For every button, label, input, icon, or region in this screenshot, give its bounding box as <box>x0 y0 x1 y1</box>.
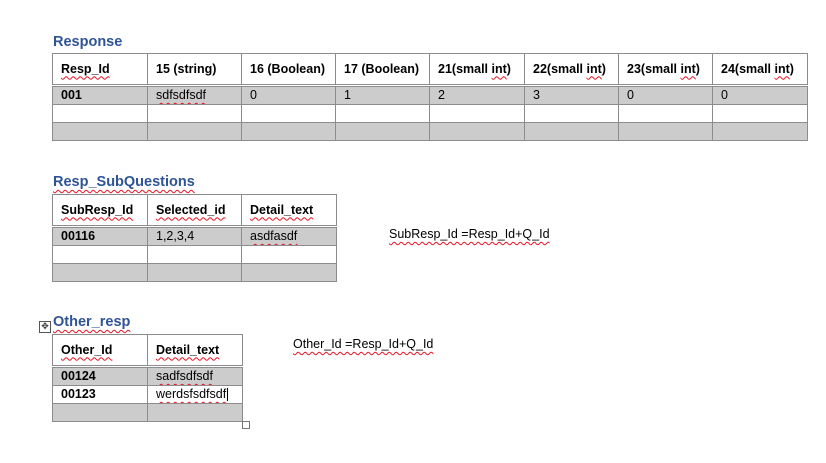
table-cell[interactable]: sadfsdfsdf <box>147 366 243 386</box>
table-cell[interactable] <box>52 122 148 141</box>
table-cell[interactable] <box>618 122 713 141</box>
response-heading: Response <box>53 34 123 50</box>
table-row: 00123 werdsfsdfsdf <box>52 385 243 404</box>
move-cross-icon[interactable]: ✥ <box>39 321 51 333</box>
header-cell[interactable]: 23(small int) <box>618 53 713 87</box>
table-cell[interactable]: 00124 <box>52 366 148 386</box>
table-cell[interactable]: sdfsdfsdf <box>147 85 242 105</box>
table-cell[interactable] <box>618 104 713 123</box>
table-cell[interactable]: 3 <box>524 85 619 105</box>
header-cell[interactable]: 15 (string) <box>147 53 242 87</box>
table-cell[interactable] <box>241 245 337 264</box>
table-cell[interactable]: 1 <box>335 85 430 105</box>
table-cell[interactable] <box>712 122 808 141</box>
table-cell[interactable]: 0 <box>241 85 336 105</box>
other-resp-header-row: Other_Id Detail_text <box>52 334 243 368</box>
table-cell[interactable] <box>335 122 430 141</box>
table-cell[interactable] <box>241 122 336 141</box>
table-cell[interactable] <box>52 245 148 264</box>
subresp-id-note: SubResp_Id =Resp_Id+Q_Id <box>389 227 550 241</box>
header-cell[interactable]: 22(small int) <box>524 53 619 87</box>
table-cell[interactable] <box>241 104 336 123</box>
table-row <box>52 403 243 422</box>
table-cell[interactable] <box>52 403 148 422</box>
header-cell[interactable]: Resp_Id <box>52 53 148 87</box>
table-row: 00124 sadfsdfsdf <box>52 366 243 386</box>
table-cell[interactable] <box>52 263 148 282</box>
table-cell[interactable]: 00116 <box>52 226 148 246</box>
other-id-note: Other_Id =Resp_Id+Q_Id <box>293 337 434 351</box>
header-cell[interactable]: SubResp_Id <box>52 194 148 228</box>
table-cell[interactable] <box>147 245 242 264</box>
table-row: 00116 1,2,3,4 asdfasdf <box>52 226 337 246</box>
table-cell[interactable] <box>524 104 619 123</box>
table-cell[interactable] <box>429 122 525 141</box>
header-cell[interactable]: 17 (Boolean) <box>335 53 430 87</box>
other-resp-table[interactable]: Other_Id Detail_text 00124 sadfsdfsdf 00… <box>52 334 243 422</box>
subquestions-heading: Resp_SubQuestions <box>53 174 195 190</box>
table-cell[interactable] <box>335 104 430 123</box>
table-cell[interactable] <box>52 104 148 123</box>
other-resp-heading: Other_resp <box>53 314 131 330</box>
table-cell[interactable] <box>147 104 242 123</box>
table-row <box>52 263 337 282</box>
table-row <box>52 104 808 123</box>
table-cell[interactable]: 1,2,3,4 <box>147 226 242 246</box>
header-cell[interactable]: Other_Id <box>52 334 148 368</box>
response-header-row: Resp_Id 15 (string) 16 (Boolean) 17 (Boo… <box>52 53 808 87</box>
table-cell[interactable]: 0 <box>618 85 713 105</box>
header-cell[interactable]: 16 (Boolean) <box>241 53 336 87</box>
text-cursor <box>227 388 229 402</box>
header-cell[interactable]: Detail_text <box>147 334 243 368</box>
table-cell[interactable] <box>147 263 242 282</box>
table-cell[interactable] <box>241 263 337 282</box>
header-cell[interactable]: Detail_text <box>241 194 337 228</box>
table-cell[interactable] <box>524 122 619 141</box>
table-cell[interactable]: asdfasdf <box>241 226 337 246</box>
table-row <box>52 122 808 141</box>
table-cell[interactable]: 0 <box>712 85 808 105</box>
table-resize-handle[interactable] <box>242 421 250 429</box>
table-row <box>52 245 337 264</box>
table-cell[interactable] <box>147 122 242 141</box>
table-cell[interactable]: 001 <box>52 85 148 105</box>
response-table[interactable]: Resp_Id 15 (string) 16 (Boolean) 17 (Boo… <box>52 53 808 141</box>
table-cell[interactable] <box>429 104 525 123</box>
header-cell[interactable]: 21(small int) <box>429 53 525 87</box>
header-cell[interactable]: Selected_id <box>147 194 242 228</box>
header-cell[interactable]: 24(small int) <box>712 53 808 87</box>
table-cell[interactable]: 2 <box>429 85 525 105</box>
table-cell[interactable] <box>712 104 808 123</box>
table-cell[interactable]: werdsfsdfsdf <box>147 385 243 404</box>
table-row: 001 sdfsdfsdf 0 1 2 3 0 0 <box>52 85 808 105</box>
subquestions-header-row: SubResp_Id Selected_id Detail_text <box>52 194 337 228</box>
table-cell[interactable] <box>147 403 243 422</box>
table-cell[interactable]: 00123 <box>52 385 148 404</box>
subquestions-table[interactable]: SubResp_Id Selected_id Detail_text 00116… <box>52 194 337 282</box>
